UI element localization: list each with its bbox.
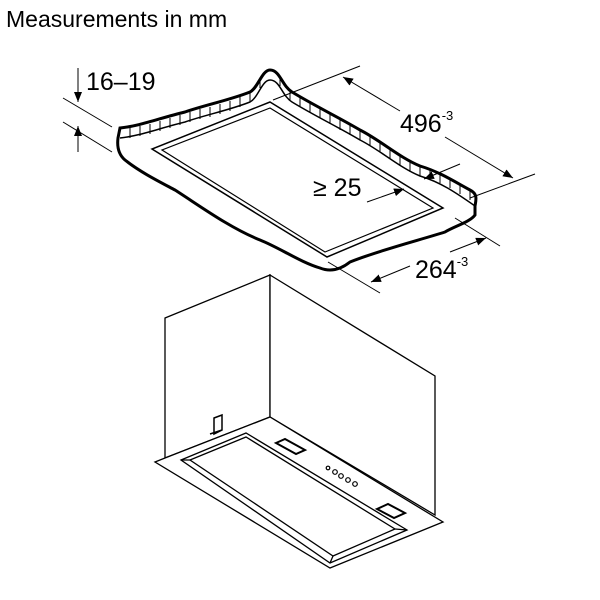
light-1-icon xyxy=(273,437,308,456)
thickness-label: 16–19 xyxy=(86,68,156,96)
filter-inner-2 xyxy=(181,459,408,564)
cooker-hood xyxy=(153,273,445,569)
board-edge xyxy=(116,68,478,272)
light-2-icon xyxy=(374,502,408,520)
control-button xyxy=(332,469,338,475)
cabinet-cutout xyxy=(116,68,478,272)
control-button xyxy=(352,481,358,487)
control-button xyxy=(325,465,331,471)
diagram-title: Measurements in mm xyxy=(6,6,228,32)
control-button xyxy=(338,473,344,479)
board-top-edge xyxy=(119,79,476,207)
cutout-opening xyxy=(150,101,445,258)
width-label: 496-3 xyxy=(400,108,453,138)
control-buttons xyxy=(325,465,358,487)
cutout-inner-line xyxy=(160,107,435,253)
dimension-lines xyxy=(62,65,536,294)
hood-bottom-panel xyxy=(153,416,445,569)
hood-right-face xyxy=(269,273,436,517)
board-hatching xyxy=(129,76,471,200)
control-button xyxy=(345,477,351,483)
depth-label: 264-3 xyxy=(415,254,468,284)
mounting-bracket xyxy=(209,413,223,436)
min-distance-label: ≥ 25 xyxy=(313,174,361,202)
